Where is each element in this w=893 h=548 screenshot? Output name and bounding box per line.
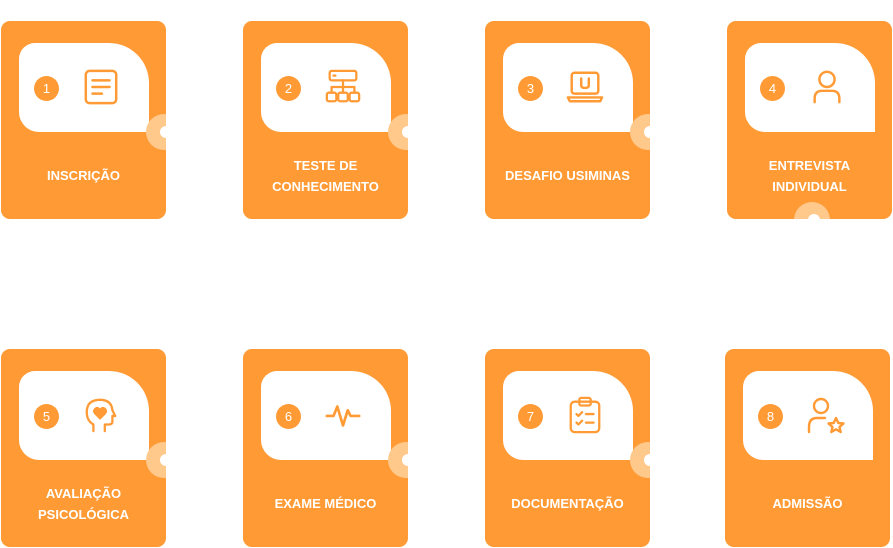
step-card-6: 6 EXAME MÉDICO: [243, 349, 408, 547]
card-top-panel: 8: [743, 371, 873, 460]
step-number: 6: [276, 404, 301, 429]
laptop-u-icon: [566, 68, 604, 106]
head-heart-icon: [82, 396, 120, 434]
step-card-2: 2 TESTE DE CONHECIMENTO: [243, 21, 408, 219]
connector-dot: [388, 442, 408, 478]
step-label: TESTE DE CONHECIMENTO: [272, 157, 379, 194]
card-top-panel: 4: [745, 43, 875, 132]
step-card-1: 1 INSCRIÇÃO: [1, 21, 166, 219]
connector-dot: [388, 114, 408, 150]
connector-dot: [630, 442, 650, 478]
card-top-panel: 5: [19, 371, 149, 460]
connector-dot: [146, 114, 166, 150]
pulse-icon: [324, 396, 362, 434]
step-card-3: 3 DESAFIO USIMINAS: [485, 21, 650, 219]
step-number: 7: [518, 404, 543, 429]
user-star-icon: [806, 396, 846, 436]
step-number: 4: [760, 76, 785, 101]
card-top-panel: 2: [261, 43, 391, 132]
step-label: EXAME MÉDICO: [274, 496, 377, 511]
step-card-8: 8 ADMISSÃO: [725, 349, 890, 547]
step-number: 2: [276, 76, 301, 101]
step-card-5: 5 AVALIAÇÃO PSICOLÓGICA: [1, 349, 166, 547]
step-number: 5: [34, 404, 59, 429]
hierarchy-icon: [324, 68, 362, 106]
step-label: ADMISSÃO: [772, 496, 843, 511]
clipboard-check-icon: [566, 396, 604, 434]
step-number: 3: [518, 76, 543, 101]
connector-dot: [794, 202, 830, 219]
step-label: DOCUMENTAÇÃO: [511, 496, 624, 511]
step-card-4: 4 ENTREVISTA INDIVIDUAL: [727, 21, 892, 219]
document-lines-icon: [82, 68, 120, 106]
card-top-panel: 7: [503, 371, 633, 460]
user-icon: [808, 68, 846, 106]
card-top-panel: 1: [19, 43, 149, 132]
step-label: DESAFIO USIMINAS: [505, 168, 630, 183]
connector-dot: [146, 442, 166, 478]
step-label: INSCRIÇÃO: [47, 168, 120, 183]
card-top-panel: 3: [503, 43, 633, 132]
step-card-7: 7 DOCUMENTAÇÃO: [485, 349, 650, 547]
connector-dot: [630, 114, 650, 150]
step-number: 8: [758, 404, 783, 429]
step-label: AVALIAÇÃO PSICOLÓGICA: [37, 485, 129, 522]
card-top-panel: 6: [261, 371, 391, 460]
step-label: ENTREVISTA INDIVIDUAL: [768, 157, 851, 194]
step-number: 1: [34, 76, 59, 101]
